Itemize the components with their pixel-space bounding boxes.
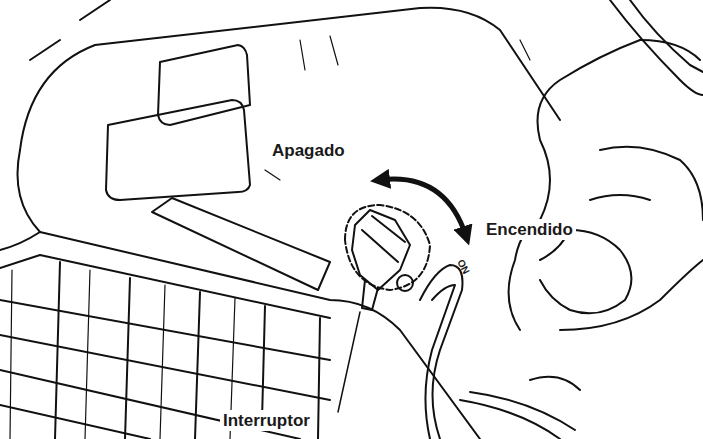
cable — [610, 0, 703, 95]
display-window — [106, 100, 250, 200]
hand — [560, 147, 703, 330]
cable — [425, 285, 455, 439]
device-top-edge — [30, 0, 110, 60]
label-plate — [152, 198, 330, 290]
switch-dial — [345, 205, 430, 290]
part-label: Encendido — [483, 219, 576, 240]
hand — [509, 40, 640, 330]
motion-arrow — [380, 179, 466, 236]
switch-pointer — [362, 280, 378, 310]
hand — [540, 230, 631, 313]
switch-knob — [362, 216, 405, 262]
device-edge — [18, 150, 41, 232]
grille — [55, 262, 320, 439]
switch-screw — [397, 275, 413, 291]
part-label: Interruptor — [220, 410, 313, 431]
switch-knob — [352, 210, 410, 290]
sketch-mark — [265, 36, 530, 180]
cable — [460, 392, 575, 439]
device-edge — [0, 232, 480, 439]
switch-marking: ON — [455, 258, 471, 276]
grille — [0, 255, 330, 439]
part-label: Apagado — [272, 142, 345, 159]
grille — [10, 270, 235, 439]
leader-line — [338, 312, 360, 412]
cable — [420, 265, 463, 439]
hand — [530, 40, 700, 390]
device-body — [20, 8, 560, 150]
